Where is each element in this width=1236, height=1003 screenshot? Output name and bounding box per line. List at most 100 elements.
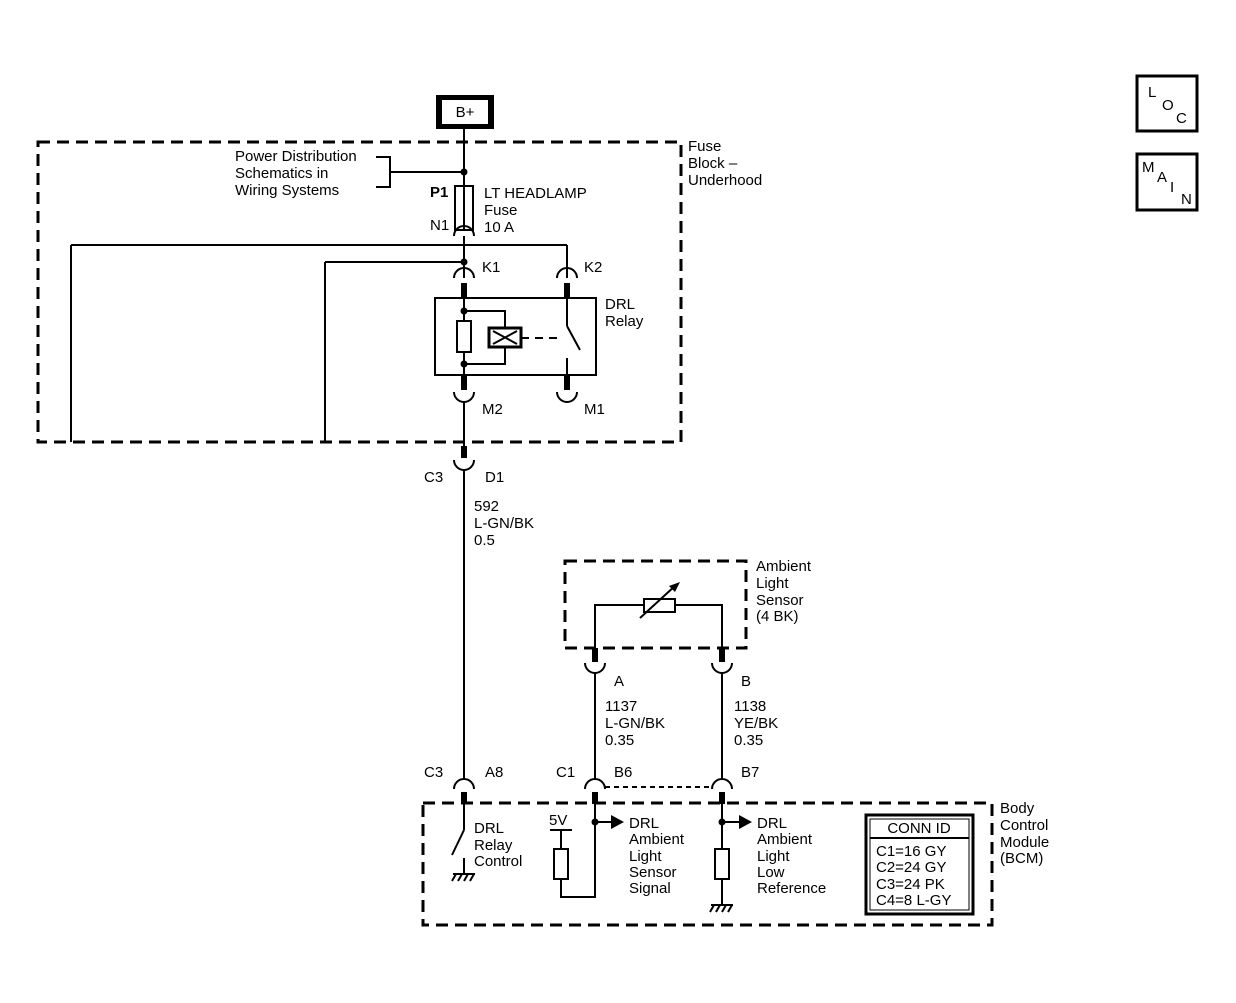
loc-letter-c: C <box>1176 110 1187 127</box>
signal-arrow-icon <box>611 815 624 829</box>
wire-1138-gauge: 0.35 <box>734 732 763 749</box>
low-ref-3: Light <box>757 848 790 865</box>
photo-resistor <box>639 582 680 619</box>
conn-id-header: CONN ID <box>887 820 951 837</box>
battery-label: B+ <box>456 104 475 121</box>
fuse-block-title-1: Fuse <box>688 138 721 155</box>
connector-m1 <box>556 391 578 403</box>
wire-592-circuit: 592 <box>474 498 499 515</box>
fuse-name-1: LT HEADLAMP <box>484 185 587 202</box>
wire-592-color: L-GN/BK <box>474 515 534 532</box>
wire-1138-circuit: 1138 <box>734 698 766 715</box>
pin-m2: M2 <box>482 401 503 418</box>
sensor-signal-4: Sensor <box>629 864 677 881</box>
conn-c3-top: C3 <box>424 469 443 486</box>
bcm-title-3: Module <box>1000 834 1049 851</box>
relay-resistor <box>456 320 472 353</box>
connector-m2 <box>453 391 475 403</box>
relay-title-2: Relay <box>605 313 644 330</box>
sensor-title-2: Light <box>756 575 789 592</box>
conn-id-row: C2=24 GY <box>876 859 946 876</box>
bcm-title-4: (BCM) <box>1000 850 1043 867</box>
low-ref-4: Low <box>757 864 785 881</box>
sensor-signal-5: Signal <box>629 880 671 897</box>
wire-1137-gauge: 0.35 <box>605 732 634 749</box>
relay-control-2: Relay <box>474 837 513 854</box>
relay-control-switch <box>451 829 465 856</box>
fuse-block-border <box>36 140 683 444</box>
fuse-symbol <box>454 185 474 231</box>
pin-b7: B7 <box>741 764 759 781</box>
ground-icon-relay <box>451 873 475 882</box>
connector-n1 <box>453 225 475 237</box>
connector-b6 <box>584 778 606 790</box>
pin-m1: M1 <box>584 401 605 418</box>
sensor-signal-3: Light <box>629 848 662 865</box>
connector-b7 <box>711 778 733 790</box>
conn-c3-bottom: C3 <box>424 764 443 781</box>
ground-icon-reference <box>709 904 733 913</box>
wire-592-gauge: 0.5 <box>474 532 495 549</box>
main-letter-m: M <box>1142 159 1155 176</box>
sensor-pin-a: A <box>614 673 624 690</box>
pin-k2: K2 <box>584 259 602 276</box>
fuse-block-title-3: Underhood <box>688 172 762 189</box>
bcm-title-1: Body <box>1000 800 1035 817</box>
main-letter-i: I <box>1170 179 1174 196</box>
wire-1138-color: YE/BK <box>734 715 778 732</box>
loc-letter-o: O <box>1162 97 1174 114</box>
relay-title-1: DRL <box>605 296 635 313</box>
fuse-pin-in: P1 <box>430 184 448 201</box>
low-ref-5: Reference <box>757 880 826 897</box>
reference-arrow-icon <box>739 815 752 829</box>
fuse-pin-out: N1 <box>430 217 449 234</box>
sensor-title-1: Ambient <box>756 558 812 575</box>
connector-a8 <box>453 778 475 790</box>
connector-sensor-a <box>584 662 606 674</box>
wire-1137-color: L-GN/BK <box>605 715 665 732</box>
sensor-title-4: (4 BK) <box>756 608 799 625</box>
low-ref-2: Ambient <box>757 831 813 848</box>
sensor-pin-b: B <box>741 673 751 690</box>
conn-id-row: C1=16 GY <box>876 843 946 860</box>
power-ref-line-3: Wiring Systems <box>235 182 339 199</box>
conn-id-row: C4=8 L-GY <box>876 892 951 909</box>
voltage-label: 5V <box>549 812 567 829</box>
conn-id-row: C3=24 PK <box>876 876 945 893</box>
connector-c3-d1 <box>453 459 475 471</box>
conn-id-table: CONN ID C1=16 GY C2=24 GY C3=24 PK C4=8 … <box>864 813 975 916</box>
loc-button[interactable]: L O C <box>1135 74 1199 133</box>
pin-k1: K1 <box>482 259 500 276</box>
main-letter-n: N <box>1181 191 1192 208</box>
sensor-signal-1: DRL <box>629 815 659 832</box>
wire-1137-circuit: 1137 <box>605 698 637 715</box>
connector-sensor-b <box>711 662 733 674</box>
power-ref-line-2: Schematics in <box>235 165 328 182</box>
battery-box: B+ <box>436 95 494 129</box>
main-letter-a: A <box>1157 169 1167 186</box>
relay-control-3: Control <box>474 853 522 870</box>
fuse-block-title-2: Block – <box>688 155 738 172</box>
relay-switch <box>566 325 581 351</box>
pin-b6: B6 <box>614 764 632 781</box>
relay-box <box>434 297 597 376</box>
bcm-title-2: Control <box>1000 817 1048 834</box>
loc-letter-l: L <box>1148 84 1156 101</box>
pin-a8: A8 <box>485 764 503 781</box>
low-ref-1: DRL <box>757 815 787 832</box>
sensor-title-3: Sensor <box>756 592 804 609</box>
relay-coil <box>487 326 523 349</box>
conn-c1: C1 <box>556 764 575 781</box>
pin-d1: D1 <box>485 469 504 486</box>
fuse-name-2: Fuse <box>484 202 517 219</box>
power-ref-bracket <box>376 156 391 188</box>
power-ref-line-1: Power Distribution <box>235 148 357 165</box>
pullup-resistor <box>553 848 569 880</box>
bcm-border <box>421 801 994 927</box>
reference-resistor <box>714 848 730 880</box>
fuse-name-3: 10 A <box>484 219 514 236</box>
main-button[interactable]: M A I N <box>1135 152 1199 212</box>
sensor-signal-2: Ambient <box>629 831 685 848</box>
relay-control-1: DRL <box>474 820 504 837</box>
